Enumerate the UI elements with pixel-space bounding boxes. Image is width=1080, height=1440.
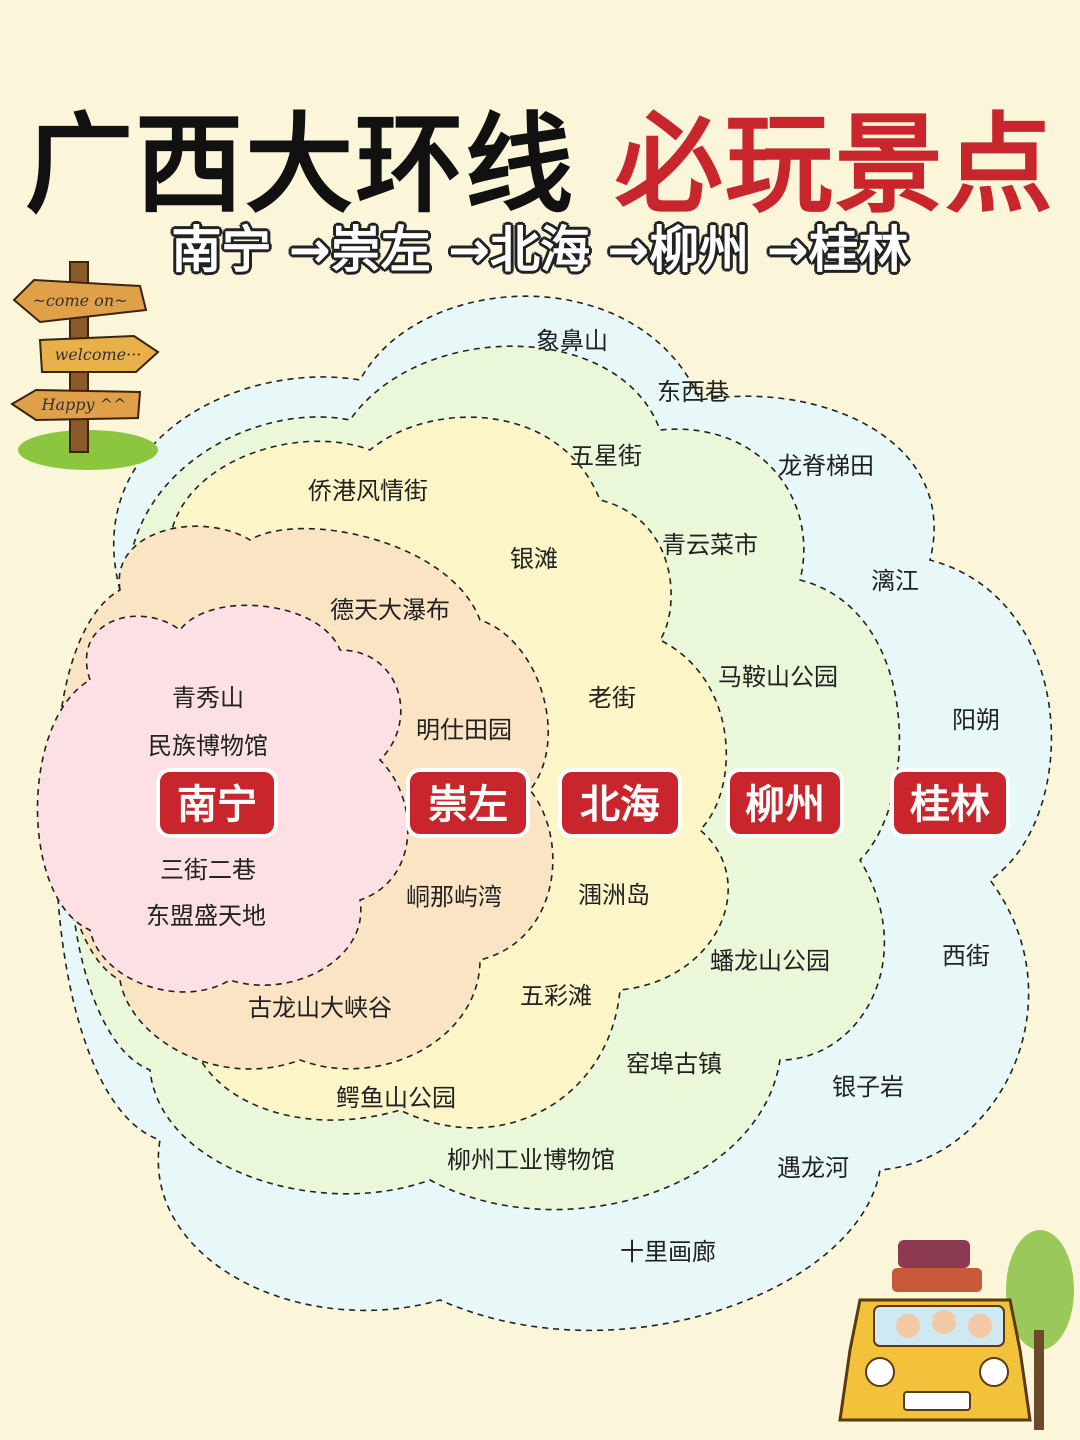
spot-label: 涠洲岛 (578, 881, 650, 909)
city-tag-nanning: 南宁 (156, 768, 278, 838)
title-part2: 必玩景点 (614, 103, 1055, 228)
spot-label: 窑埠古镇 (626, 1050, 722, 1078)
city-tag-chongzuo: 崇左 (406, 768, 530, 838)
suitcase-icon (892, 1268, 982, 1292)
sign-arrow-icon (10, 388, 142, 422)
spot-label: 青云菜市 (662, 531, 758, 559)
spot-label: 十里画廊 (620, 1238, 716, 1266)
city-name: 北海 (580, 782, 660, 828)
spot-label: 德天大瀑布 (330, 596, 450, 624)
spot-label: 银滩 (510, 545, 558, 573)
spot-label: 象鼻山 (536, 327, 608, 355)
spot-label: 明仕田园 (416, 716, 512, 744)
headlight-icon (865, 1357, 895, 1387)
city-tag-guilin: 桂林 (890, 768, 1010, 838)
tree-trunk-icon (1034, 1330, 1044, 1430)
spot-label: 龙脊梯田 (778, 452, 874, 480)
spot-label: 侨港风情街 (308, 477, 428, 505)
sign-text: Happy ^^ (41, 395, 127, 414)
sign-arrow-icon (12, 278, 148, 324)
spot-labels: 青秀山 民族博物馆 三街二巷 东盟盛天地 德天大瀑布 明仕田园 峒那屿湾 古龙山… (146, 327, 1000, 1266)
spot-label: 五彩滩 (520, 982, 592, 1010)
sign-text: ~come on~ (32, 291, 127, 310)
license-plate-icon (903, 1391, 971, 1411)
suitcase-icon (898, 1240, 970, 1268)
headlight-icon (979, 1357, 1009, 1387)
city-name: 崇左 (428, 782, 508, 828)
spot-label: 三街二巷 (160, 856, 256, 884)
spot-label: 蟠龙山公园 (710, 947, 830, 975)
spot-label: 马鞍山公园 (718, 663, 838, 691)
spot-label: 古龙山大峡谷 (248, 994, 392, 1022)
spot-label: 五星街 (570, 442, 642, 470)
spot-label: 东盟盛天地 (146, 902, 266, 930)
spot-label: 峒那屿湾 (406, 883, 502, 911)
sign-text: welcome··· (55, 345, 142, 364)
city-tag-beihai: 北海 (558, 768, 682, 838)
spot-label: 漓江 (871, 567, 919, 595)
spot-label: 遇龙河 (777, 1154, 849, 1182)
spot-label: 西街 (942, 942, 990, 970)
title-part1: 广西大环线 (25, 103, 576, 228)
car-illustration (838, 1230, 1074, 1430)
sign-arrow-icon (38, 334, 160, 373)
tree-icon (1006, 1230, 1074, 1350)
page-title: 广西大环线 必玩景点 (0, 78, 1080, 234)
spot-label: 老街 (588, 684, 636, 712)
city-tag-liuzhou: 柳州 (726, 768, 844, 838)
spot-label: 民族博物馆 (148, 732, 268, 760)
city-name: 柳州 (745, 782, 825, 828)
passenger-icon (932, 1310, 956, 1334)
spot-label: 青秀山 (172, 684, 244, 712)
city-tags: 南宁 崇左 北海 柳州 桂林 (156, 768, 1010, 838)
passenger-icon (968, 1314, 992, 1338)
spot-label: 鳄鱼山公园 (336, 1084, 456, 1112)
city-name: 桂林 (910, 782, 990, 828)
route-subtitle: 南宁 →崇左 →北海 →柳州 →桂林 (171, 221, 909, 279)
spot-label: 柳州工业博物馆 (447, 1146, 615, 1174)
passenger-icon (896, 1314, 920, 1338)
signpost-illustration: ~come on~ welcome··· Happy ^^ (10, 261, 160, 470)
spot-label: 银子岩 (832, 1073, 904, 1101)
city-name: 南宁 (177, 782, 257, 828)
spot-label: 阳朔 (952, 706, 1000, 734)
spot-label: 东西巷 (657, 378, 729, 406)
